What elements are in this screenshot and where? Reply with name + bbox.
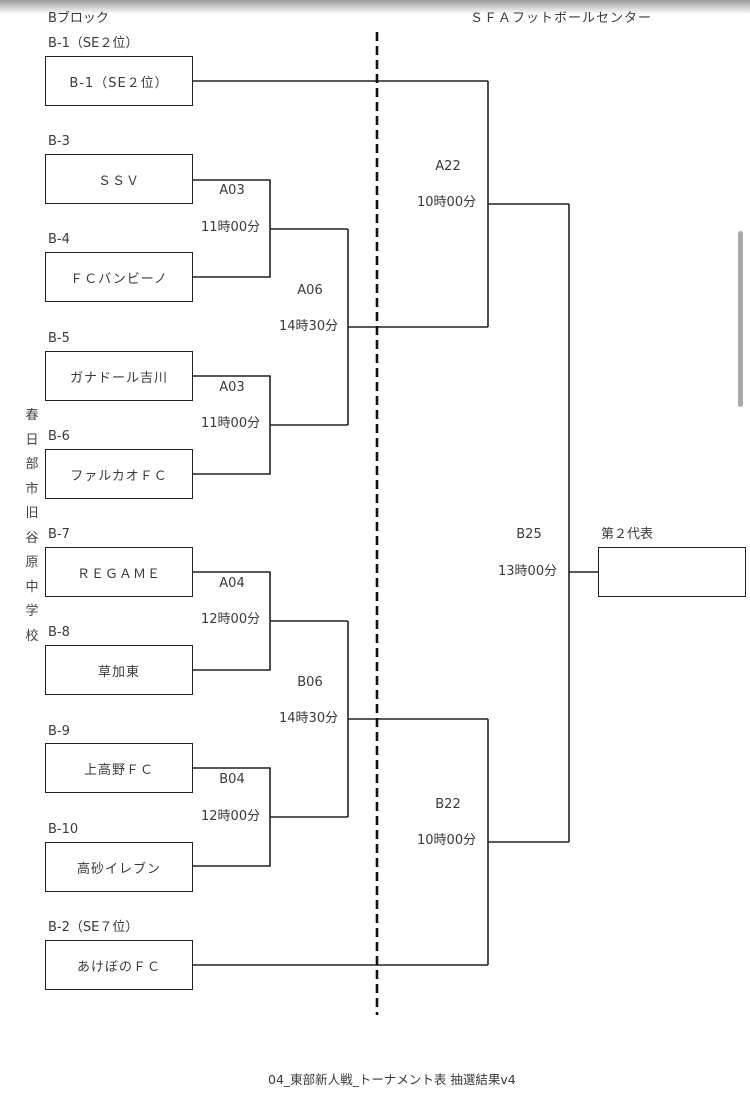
match-code: A03 bbox=[219, 380, 245, 395]
slot-label: B-10 bbox=[48, 822, 79, 837]
slot-label: B-1（SE２位） bbox=[48, 36, 139, 51]
team-box: ガナドール吉川 bbox=[45, 351, 193, 401]
slot-label: B-4 bbox=[48, 232, 70, 247]
match-code: B04 bbox=[219, 772, 245, 787]
match-code: A03 bbox=[219, 183, 245, 198]
match-code: B25 bbox=[516, 527, 542, 542]
team-box: ＲＥＧＡＭＥ bbox=[45, 547, 193, 597]
team-box: B-1（SE２位） bbox=[45, 56, 193, 106]
team-box: 草加東 bbox=[45, 645, 193, 695]
match-code: A22 bbox=[435, 159, 461, 174]
match-code: B22 bbox=[435, 797, 461, 812]
slot-label: B-2（SE７位） bbox=[48, 920, 139, 935]
match-time: 11時00分 bbox=[201, 220, 261, 235]
match-time: 14時30分 bbox=[279, 319, 339, 334]
match-time: 12時00分 bbox=[201, 809, 261, 824]
school-vertical-label: 春日部市旧谷原中学校 bbox=[25, 408, 39, 644]
slot-label: B-8 bbox=[48, 625, 70, 640]
match-code: A06 bbox=[297, 283, 323, 298]
slot-label: B-6 bbox=[48, 429, 70, 444]
match-time: 14時30分 bbox=[279, 711, 339, 726]
slot-label: B-5 bbox=[48, 331, 70, 346]
team-box: あけぼのＦＣ bbox=[45, 940, 193, 990]
team-box: 上高野ＦＣ bbox=[45, 743, 193, 793]
match-code: B06 bbox=[297, 675, 323, 690]
match-code: A04 bbox=[219, 576, 245, 591]
slot-label: B-7 bbox=[48, 527, 70, 542]
block-label: Bブロック bbox=[48, 11, 109, 26]
match-time: 11時00分 bbox=[201, 416, 261, 431]
match-time: 10時00分 bbox=[417, 195, 477, 210]
match-time: 10時00分 bbox=[417, 833, 477, 848]
top-shadow bbox=[0, 0, 750, 14]
match-time: 13時00分 bbox=[498, 564, 558, 579]
document-footer: 04_東部新人戦_トーナメント表 抽選結果v4 bbox=[268, 1072, 516, 1087]
team-box: ＦＣバンビーノ bbox=[45, 252, 193, 302]
venue-label: ＳＦＡフットボールセンター bbox=[470, 11, 653, 26]
match-time: 12時00分 bbox=[201, 612, 261, 627]
winner-box bbox=[598, 547, 746, 597]
team-box: ＳＳＶ bbox=[45, 154, 193, 204]
team-box: 高砂イレブン bbox=[45, 842, 193, 892]
team-box: ファルカオＦＣ bbox=[45, 449, 193, 499]
winner-label: 第２代表 bbox=[601, 527, 654, 542]
scrollbar[interactable] bbox=[738, 231, 743, 407]
slot-label: B-9 bbox=[48, 724, 70, 739]
slot-label: B-3 bbox=[48, 134, 70, 149]
